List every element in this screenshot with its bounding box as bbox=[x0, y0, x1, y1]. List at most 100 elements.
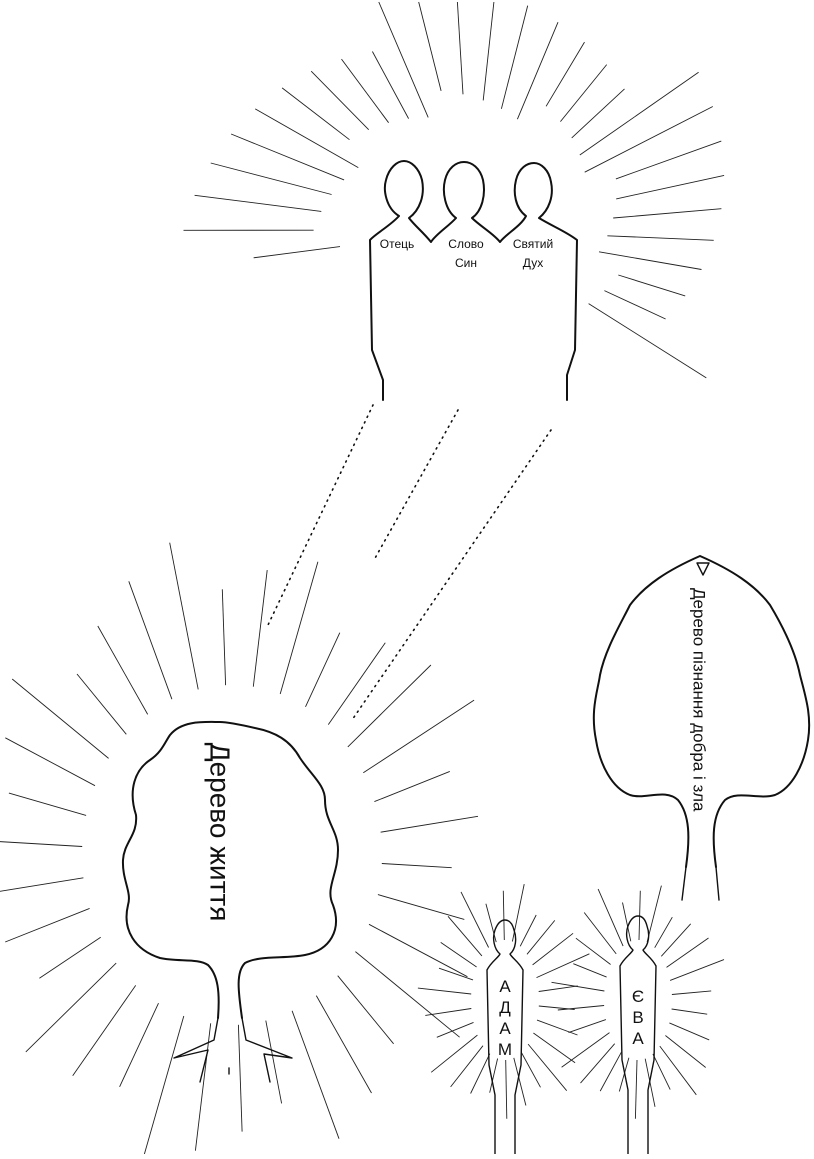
trinity-ray bbox=[379, 2, 428, 117]
eve-ray bbox=[653, 1054, 670, 1090]
tree-of-life-group: Дерево життя bbox=[0, 543, 478, 1154]
adam-ray bbox=[471, 1054, 490, 1094]
tol-ray bbox=[9, 793, 86, 815]
trinity-ray bbox=[585, 107, 713, 173]
tol-ray bbox=[348, 665, 431, 747]
trinity-ray bbox=[311, 71, 369, 130]
tol-ray bbox=[280, 562, 318, 694]
word-label-line2: Син bbox=[455, 256, 477, 270]
tol-ray bbox=[77, 674, 126, 734]
trinity-ray bbox=[616, 141, 721, 179]
tree-of-life-rays bbox=[0, 543, 478, 1154]
adam-ray bbox=[425, 1009, 471, 1016]
adam-ray bbox=[451, 1046, 483, 1087]
tol-ray bbox=[26, 963, 116, 1052]
eve-ray bbox=[667, 938, 709, 967]
spirit-label-line2: Дух bbox=[523, 256, 543, 270]
tol-ray bbox=[266, 1021, 282, 1104]
adam-ray bbox=[512, 884, 524, 941]
tol-ray bbox=[120, 1003, 159, 1087]
connector-father-to-tree bbox=[268, 405, 373, 625]
eve-letter: Є bbox=[632, 987, 644, 1006]
tree-of-knowledge-label: Дерево пізнання добра і зла bbox=[690, 588, 709, 812]
word-label-line1: Слово bbox=[448, 237, 484, 251]
trinity-ray bbox=[501, 6, 527, 109]
trinity-ray bbox=[604, 291, 665, 319]
adam-ray bbox=[520, 915, 536, 946]
tol-ray bbox=[378, 895, 464, 920]
tol-ray bbox=[238, 1025, 242, 1132]
eve-ray bbox=[665, 1036, 705, 1068]
trinity-ray bbox=[483, 2, 494, 100]
trinity-ray bbox=[589, 304, 707, 378]
eve-ray bbox=[552, 982, 605, 991]
adam-ray bbox=[439, 968, 473, 980]
tol-ray bbox=[306, 633, 340, 707]
trinity-ray bbox=[457, 2, 463, 94]
tol-ray bbox=[5, 908, 89, 942]
trinity-ray bbox=[546, 42, 584, 106]
tol-ray bbox=[0, 878, 83, 895]
tree-of-knowledge-stem-left bbox=[682, 867, 686, 900]
adam-ray bbox=[418, 988, 471, 994]
tol-ray bbox=[374, 771, 449, 801]
eve-ray bbox=[562, 1033, 610, 1068]
tol-ray bbox=[143, 1016, 184, 1154]
tree-of-knowledge-tip-marker bbox=[697, 563, 709, 575]
trinity-ray bbox=[254, 247, 340, 258]
connector-son-to-tree bbox=[374, 410, 458, 560]
tol-ray bbox=[39, 937, 100, 978]
tree-of-life-label: Дерево життя bbox=[205, 743, 236, 922]
adam-letter: А bbox=[499, 1019, 511, 1038]
adam-ray bbox=[503, 891, 504, 940]
adam-ray bbox=[533, 933, 574, 965]
tol-ray bbox=[0, 839, 82, 847]
eve-ray bbox=[660, 1046, 697, 1095]
trinity-ray bbox=[255, 109, 358, 168]
tree-of-knowledge-group: Дерево пізнання добра і зла bbox=[594, 556, 809, 900]
trinity-figures-outline bbox=[370, 161, 577, 400]
eve-ray bbox=[569, 1020, 606, 1033]
tol-ray bbox=[73, 985, 136, 1075]
adam-ray bbox=[537, 1020, 578, 1035]
trinity-group: Отець Слово Син Святий Дух bbox=[184, 2, 725, 400]
tree-of-knowledge-stem-right bbox=[716, 867, 719, 900]
trinity-ray bbox=[613, 209, 721, 218]
eve-ray bbox=[670, 960, 724, 981]
tol-ray bbox=[5, 738, 95, 786]
tol-ray bbox=[253, 570, 267, 687]
tol-ray bbox=[129, 581, 172, 699]
trinity-ray bbox=[282, 88, 349, 140]
trinity-ray bbox=[517, 22, 558, 119]
adam-letter: М bbox=[498, 1040, 512, 1059]
eve-letter: В bbox=[632, 1008, 643, 1027]
eve-group: ЄВА bbox=[552, 886, 725, 1154]
trinity-ray bbox=[599, 252, 702, 270]
adam-letter: А bbox=[499, 977, 511, 996]
eve-ray bbox=[669, 1023, 709, 1040]
trinity-ray bbox=[419, 2, 441, 91]
eve-ray bbox=[573, 964, 606, 977]
adam-ray bbox=[448, 916, 482, 956]
trinity-ray bbox=[618, 275, 685, 296]
eve-ray bbox=[635, 1060, 637, 1119]
adam-ray bbox=[521, 1053, 540, 1088]
father-label: Отець bbox=[380, 237, 415, 251]
adam-ray bbox=[506, 1060, 507, 1119]
eve-ray bbox=[655, 917, 673, 948]
eve-letter: А bbox=[632, 1029, 644, 1048]
eve-ray bbox=[576, 938, 611, 964]
adam-ray bbox=[486, 904, 496, 942]
tol-ray bbox=[381, 816, 478, 832]
tol-ray bbox=[382, 864, 452, 868]
spirit-label-line1: Святий bbox=[513, 237, 553, 251]
adam-ray bbox=[537, 954, 590, 978]
tol-ray bbox=[292, 1011, 339, 1139]
eve-ray bbox=[600, 1052, 621, 1091]
tol-ray bbox=[170, 543, 199, 690]
trinity-ray bbox=[616, 175, 724, 199]
eve-letters: ЄВА bbox=[632, 987, 644, 1048]
